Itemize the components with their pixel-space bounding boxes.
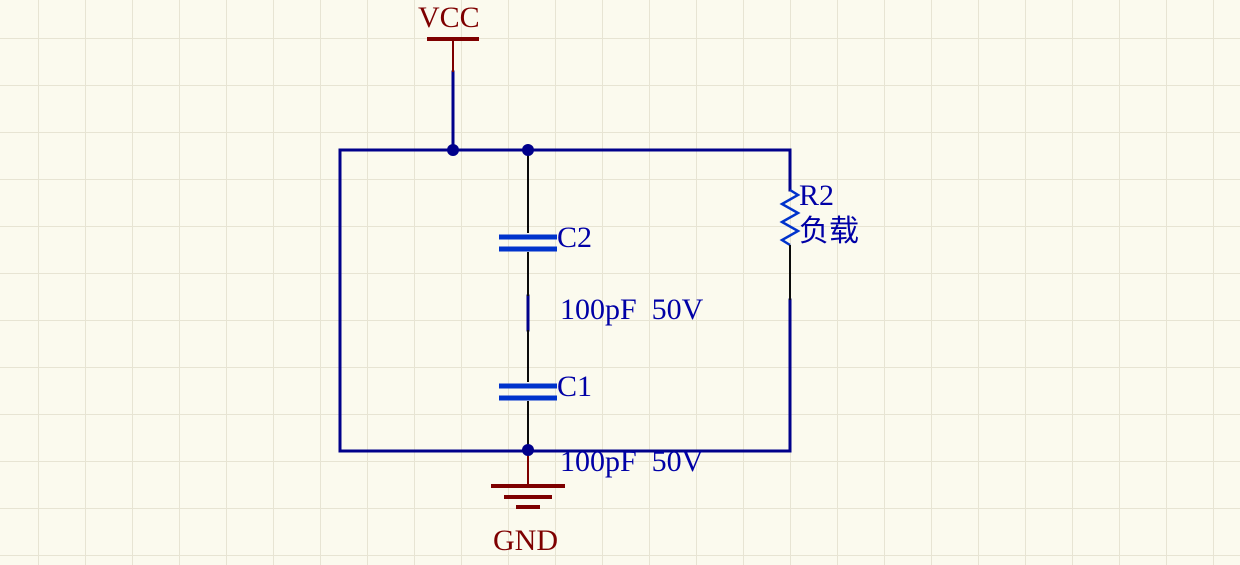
junction-dot-cap-bottom (522, 444, 534, 456)
capacitor-c2-symbol[interactable] (499, 151, 557, 296)
vcc-power-port[interactable] (427, 37, 479, 72)
junction-dot-vcc (447, 144, 459, 156)
junction-dot-cap-top (522, 144, 534, 156)
vcc-label[interactable]: VCC (418, 1, 480, 34)
r2-zigzag-icon (779, 188, 801, 247)
c1-value-label[interactable]: 100pF 50V (560, 445, 704, 478)
c2-value-label[interactable]: 100pF 50V (560, 293, 704, 326)
junction-dots (447, 144, 534, 456)
resistor-r2-symbol[interactable] (779, 188, 801, 300)
r2-designator-label[interactable]: R2 (799, 179, 835, 212)
r2-comment-label[interactable]: 负载 (799, 215, 859, 248)
gnd-label[interactable]: GND (493, 524, 558, 557)
wire-net[interactable] (338, 70, 792, 453)
c1-designator-label[interactable]: C1 (557, 370, 593, 403)
gnd-power-port[interactable] (491, 451, 565, 509)
c2-designator-label[interactable]: C2 (557, 221, 593, 254)
capacitor-c1-symbol[interactable] (499, 330, 557, 449)
